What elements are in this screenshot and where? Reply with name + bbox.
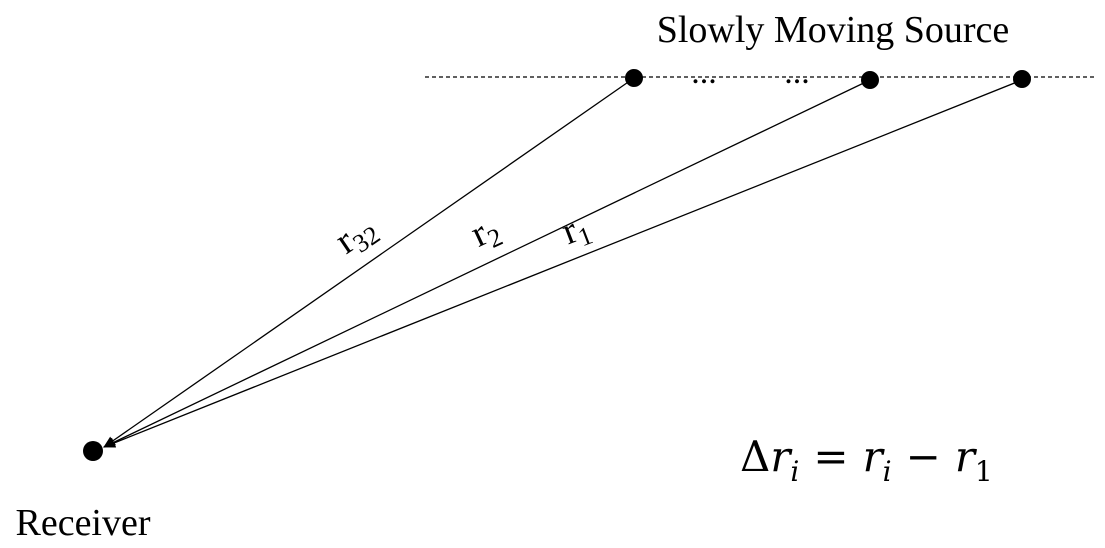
label-r2: r2 xyxy=(464,207,507,260)
source-title: Slowly Moving Source xyxy=(657,9,1010,51)
ellipsis-left: ... xyxy=(691,54,717,91)
source-position-marker xyxy=(1013,70,1031,88)
source-position-marker xyxy=(625,69,643,87)
range-line-r2 xyxy=(103,79,871,448)
source-position-marker xyxy=(861,71,879,89)
receiver-label: Receiver xyxy=(15,502,150,544)
ellipsis-right: ... xyxy=(784,54,810,91)
range-difference-equation: Δri=ri−r1 xyxy=(740,432,993,488)
range-line-r1 xyxy=(103,79,1023,448)
svg-text:r1: r1 xyxy=(556,205,596,257)
label-r1: r1 xyxy=(556,205,596,257)
range-line-r32 xyxy=(103,77,635,448)
receiver-marker xyxy=(83,441,103,461)
svg-text:r2: r2 xyxy=(464,207,507,260)
